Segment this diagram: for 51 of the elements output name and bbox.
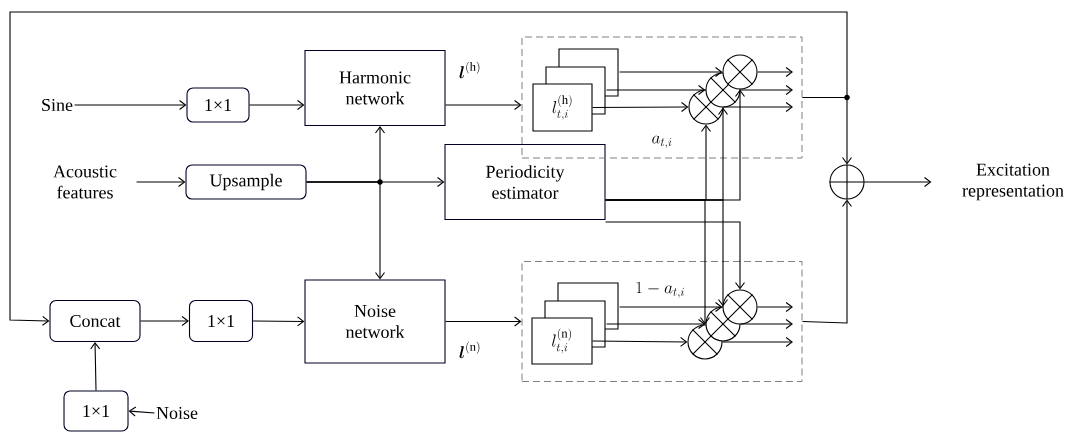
arrow [74, 99, 187, 111]
input-label: Sine [42, 98, 73, 112]
arrow [740, 84, 793, 96]
rounded-box: 1×1 [186, 87, 250, 123]
rounded-box: Upsample [185, 164, 307, 200]
arrow [592, 102, 689, 113]
arrow [606, 84, 706, 96]
arrow [619, 66, 723, 78]
input-label: Acoustic features [53, 165, 117, 199]
input-label: Noise [156, 406, 198, 420]
arrow [140, 315, 189, 327]
stacked-box: $l_{t,i}^{(\mathrm{n})}$ [531, 282, 619, 365]
rounded-box: 1×1 [188, 299, 254, 343]
multiplier-circle [722, 289, 758, 325]
arrow [619, 301, 723, 313]
arrow [864, 176, 932, 188]
rounded-box: Concat [49, 299, 141, 343]
arrow [801, 199, 853, 324]
stacked-box: $l_{t,i}^{(\mathrm{h})}$ [532, 48, 619, 132]
dashed-group-box [521, 261, 803, 382]
edge-label: $\boldsymbol{l}^{(\mathrm{h})}$ [457, 60, 483, 80]
arrow [136, 176, 186, 188]
arrow [592, 336, 688, 347]
math-label: $a_{t,i}$ [652, 135, 672, 149]
arrow [605, 199, 729, 307]
arrow [740, 318, 793, 330]
arrow [605, 221, 746, 290]
arrow [606, 318, 706, 330]
arrow [722, 336, 793, 348]
output-label: Excitation representation [962, 163, 1064, 201]
arrow [445, 99, 522, 111]
arrow [249, 99, 305, 111]
adder-circle [828, 163, 866, 201]
arrow [757, 66, 793, 78]
arrow [90, 342, 101, 391]
arrow [757, 301, 793, 313]
arrow [128, 406, 155, 417]
process-box: Periodicity estimator [444, 143, 606, 221]
process-box: Noise network [304, 279, 446, 364]
rounded-box: 1×1 [63, 390, 129, 432]
node-label: $l_{t,i}^{(\mathrm{n})}$ [552, 328, 571, 354]
math-label: $1-a_{t,i}$ [636, 281, 684, 298]
multiplier-circle [722, 54, 758, 90]
arrow [252, 316, 305, 327]
arrow [9, 11, 848, 326]
arrow [723, 101, 793, 113]
arrow [306, 181, 386, 280]
edge-label: $\boldsymbol{l}^{(\mathrm{n})}$ [457, 340, 483, 360]
arrow [445, 316, 522, 327]
dashed-group-box [521, 36, 803, 159]
process-box: Harmonic network [304, 49, 446, 127]
